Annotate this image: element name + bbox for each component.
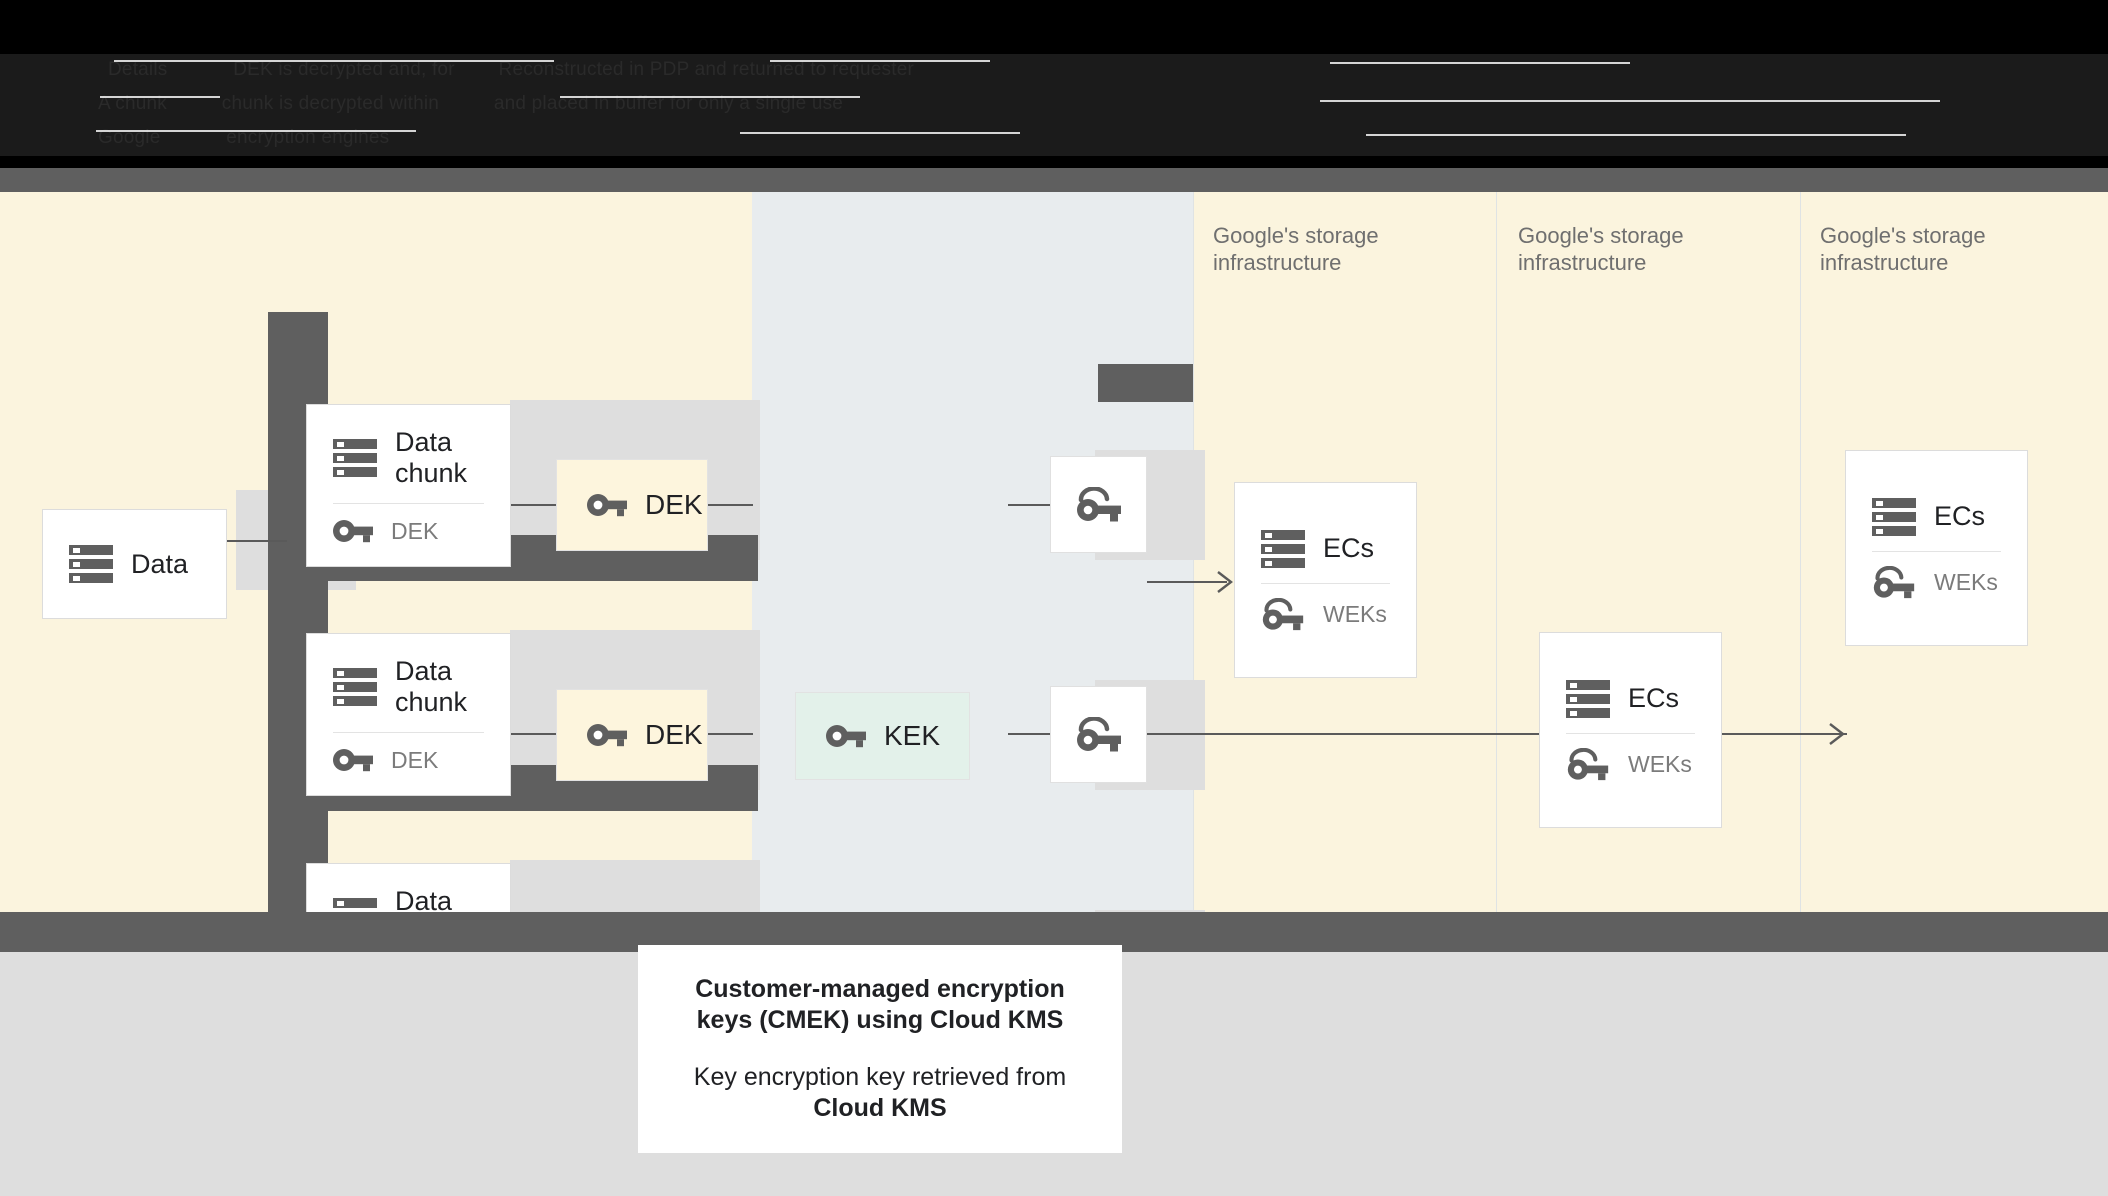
ecs-3-divider <box>1872 550 2001 552</box>
storage-icon <box>1872 497 1916 537</box>
chunk-2-key-label: DEK <box>391 746 439 773</box>
header-text-line-2: A chunk chunk is decrypted within and pl… <box>98 93 844 114</box>
header-text-line-3: Google encryption engines <box>98 127 390 148</box>
storage-icon <box>333 667 377 707</box>
wrapped-key-icon <box>1075 486 1123 523</box>
wrapped-key-icon <box>1261 597 1305 632</box>
storage-icon <box>333 438 377 478</box>
header-underline-8 <box>96 130 416 132</box>
header-underline-7 <box>1320 100 1940 102</box>
header-underline-9 <box>740 132 1020 134</box>
caption-line-2: Key encryption key retrieved from Cloud … <box>664 1062 1096 1124</box>
key-icon <box>587 492 627 518</box>
column-divider-2 <box>1496 192 1497 912</box>
ecs-card-1[interactable]: ECs WEKs <box>1234 482 1417 678</box>
ecs-3-title-row: ECs <box>1846 497 2027 537</box>
ecs-card-3[interactable]: ECs WEKs <box>1845 450 2028 646</box>
header-row-2-bg <box>0 88 2108 122</box>
storage-icon <box>1566 679 1610 719</box>
arrow-head-ec-1 <box>1215 569 1237 595</box>
header-underline-1 <box>114 60 294 62</box>
dek-box-2[interactable]: DEK <box>556 689 708 781</box>
header-underline-10 <box>1366 134 1906 136</box>
connector-data-to-fanout <box>227 540 287 542</box>
header-underline-5 <box>100 96 220 98</box>
kek-box[interactable]: KEK <box>795 692 970 780</box>
wrapped-key-icon <box>1872 565 1916 600</box>
storage-icon <box>1261 529 1305 569</box>
caption-line-2-prefix: Key encryption key retrieved from <box>693 1063 1067 1091</box>
column-divider-3 <box>1800 192 1801 912</box>
ecs-1-title: ECs <box>1323 533 1375 563</box>
header-separator-bar <box>0 168 2108 192</box>
arrow-line-ec-2 <box>1147 733 1847 735</box>
data-source-row: Data <box>43 544 226 584</box>
data-chunk-card-2[interactable]: Data chunk DEK <box>306 633 511 796</box>
data-source-card[interactable]: Data <box>42 509 227 619</box>
key-icon <box>826 723 866 749</box>
infra-label-1: Google's storage infrastructure <box>1213 223 1379 275</box>
arrow-line-ec-1 <box>1147 581 1227 583</box>
occlusion-bar-wkey <box>1098 364 1193 402</box>
connector-dek2-to-band <box>708 733 753 735</box>
header-row-1-bg <box>0 54 2108 88</box>
diagram-canvas: Data Data chunk <box>0 192 2108 1026</box>
chunk-1-key-label: DEK <box>391 517 439 544</box>
caption-line-1: Customer-managed encryption keys (CMEK) … <box>695 975 1065 1034</box>
chunk-1-title-row: Data chunk <box>307 427 510 489</box>
ecs-1-key-label: WEKs <box>1323 601 1387 627</box>
connector-dek1-to-band <box>708 504 753 506</box>
header-text-line-1: Details DEK is decrypted and, for Recons… <box>108 59 915 80</box>
header-underline-2 <box>294 60 554 62</box>
wrapped-key-tile-1[interactable] <box>1050 456 1147 553</box>
chunk-2-title: Data chunk <box>395 655 468 717</box>
ecs-1-key-row: WEKs <box>1235 597 1416 632</box>
header-underline-4 <box>1330 62 1630 64</box>
connector-chunk2-to-dek2 <box>511 733 556 735</box>
wrapped-key-tile-2[interactable] <box>1050 686 1147 783</box>
arrow-head-ec-2 <box>1827 721 1849 747</box>
connector-to-wkey-2 <box>1008 733 1058 735</box>
ecs-2-title: ECs <box>1628 683 1680 713</box>
kek-label: KEK <box>884 720 941 751</box>
ecs-1-divider <box>1261 582 1390 584</box>
ecs-2-title-row: ECs <box>1540 679 1721 719</box>
ecs-1-title-row: ECs <box>1235 529 1416 569</box>
ecs-2-key-row: WEKs <box>1540 747 1721 782</box>
key-icon <box>587 722 627 748</box>
ecs-card-2[interactable]: ECs WEKs <box>1539 632 1722 828</box>
ecs-2-key-label: WEKs <box>1628 751 1692 777</box>
dek-box-1[interactable]: DEK <box>556 459 708 551</box>
header-row-3-bg <box>0 122 2108 156</box>
infra-label-3: Google's storage infrastructure <box>1820 223 1986 275</box>
dek-1-label: DEK <box>645 489 703 520</box>
data-source-label: Data <box>131 548 189 579</box>
infra-label-2: Google's storage infrastructure <box>1518 223 1684 275</box>
caption-line-2-strong: Cloud KMS <box>813 1094 947 1122</box>
header-underline-6 <box>560 96 860 98</box>
chunk-1-title: Data chunk <box>395 426 468 488</box>
data-chunk-card-1[interactable]: Data chunk DEK <box>306 404 511 567</box>
ecs-3-title: ECs <box>1934 501 1986 531</box>
masked-header-band: Details DEK is decrypted and, for Recons… <box>0 0 2108 168</box>
connector-chunk1-to-dek1 <box>511 504 556 506</box>
ecs-2-divider <box>1566 732 1695 734</box>
caption-card: Customer-managed encryption keys (CMEK) … <box>638 945 1122 1153</box>
connector-to-wkey-1 <box>1008 504 1058 506</box>
chunk-2-key-row: DEK <box>307 747 510 774</box>
ecs-3-key-row: WEKs <box>1846 565 2027 600</box>
ecs-3-key-label: WEKs <box>1934 569 1998 595</box>
chunk-1-divider <box>333 502 484 504</box>
chunk-1-key-row: DEK <box>307 518 510 545</box>
chunk-2-divider <box>333 731 484 733</box>
wrapped-key-icon <box>1075 716 1123 753</box>
key-icon <box>333 518 373 544</box>
storage-icon <box>69 544 113 584</box>
wrapped-key-icon <box>1566 747 1610 782</box>
key-icon <box>333 747 373 773</box>
chunk-2-title-row: Data chunk <box>307 656 510 718</box>
dek-2-label: DEK <box>645 719 703 750</box>
header-underline-3 <box>770 60 990 62</box>
